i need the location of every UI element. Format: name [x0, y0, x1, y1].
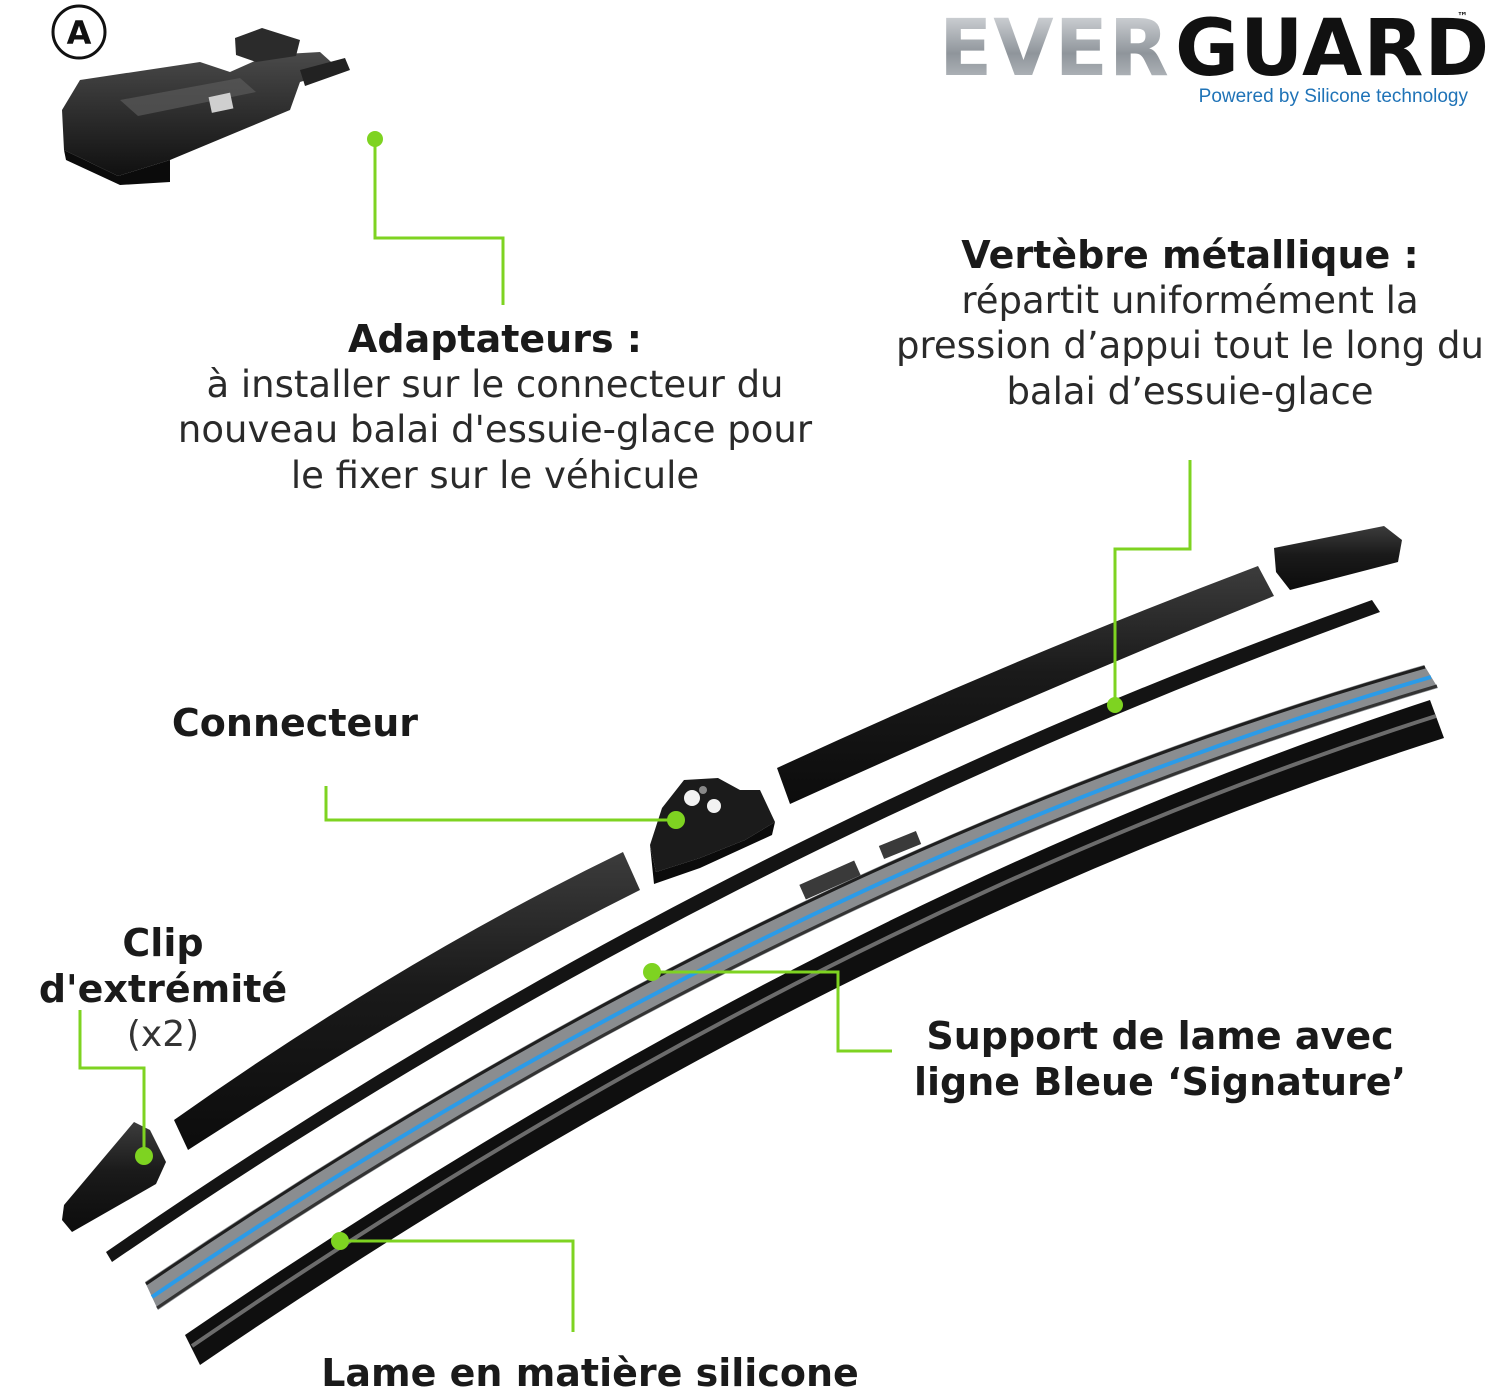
blue-signature-line: [150, 675, 1432, 1299]
label-lame: Lame en matière silicone: [300, 1350, 880, 1396]
label-vertebre-line-2: pression d’appui tout le long du: [896, 324, 1484, 368]
label-adaptateurs-line-2: nouveau balai d'essuie-glace pour: [177, 408, 813, 452]
label-clip: Clip d'extrémité (x2): [0, 920, 326, 1057]
label-adaptateurs-line-3: le fixer sur le véhicule: [290, 453, 700, 497]
badge-letter: A: [67, 14, 92, 52]
logo-trademark: ™: [1457, 10, 1468, 23]
label-vertebre-line-3: balai d’essuie-glace: [1006, 369, 1374, 413]
label-adaptateurs-title: Adaptateurs :: [347, 317, 643, 361]
callout-lines: [78, 139, 1192, 1332]
label-support: Support de lame avec ligne Bleue ‘Signat…: [900, 1013, 1420, 1106]
callout-vertebre: [1113, 460, 1192, 703]
callout-lame: [340, 1239, 575, 1332]
everguard-logo: EVER GUARD ™ Powered by Silicone technol…: [935, 4, 1489, 114]
label-vertebre-title: Vertèbre métallique :: [961, 233, 1419, 277]
logo-guard-text: GUARD: [1175, 4, 1491, 94]
logo-ever-text: EVER: [939, 4, 1170, 94]
callout-support: [652, 970, 892, 1053]
badge-a: A: [51, 4, 107, 60]
blade-support: [145, 665, 1438, 1310]
connector-part: [650, 778, 775, 884]
callout-adaptateurs: [373, 139, 505, 305]
label-connecteur: Connecteur: [150, 700, 440, 746]
label-vertebre-line-1: répartit uniformément la: [961, 279, 1419, 323]
callout-dots: [135, 131, 1123, 1250]
label-adaptateurs-line-1: à installer sur le connecteur du: [206, 363, 784, 407]
label-support-line-2: ligne Bleue ‘Signature’: [913, 1060, 1406, 1105]
callout-connecteur: [324, 786, 676, 822]
spoiler-right-segment: [777, 566, 1274, 804]
label-vertebre: Vertèbre métallique : répartit uniformém…: [880, 232, 1500, 414]
end-clip-left: [62, 1122, 166, 1232]
logo-tagline: Powered by Silicone technology: [1198, 86, 1468, 107]
label-clip-title: Clip d'extrémité: [38, 921, 288, 1012]
end-clip-right: [1274, 526, 1402, 590]
adapter-part: [62, 28, 350, 185]
label-connecteur-title: Connecteur: [171, 701, 419, 745]
label-support-line-1: Support de lame avec: [926, 1014, 1394, 1058]
label-adaptateurs: Adaptateurs : à installer sur le connect…: [150, 316, 840, 498]
label-clip-note: (x2): [126, 1013, 200, 1055]
spoiler-left-segment: [174, 852, 640, 1150]
label-lame-title: Lame en matière silicone: [321, 1351, 859, 1395]
callout-clip: [78, 1010, 146, 1156]
